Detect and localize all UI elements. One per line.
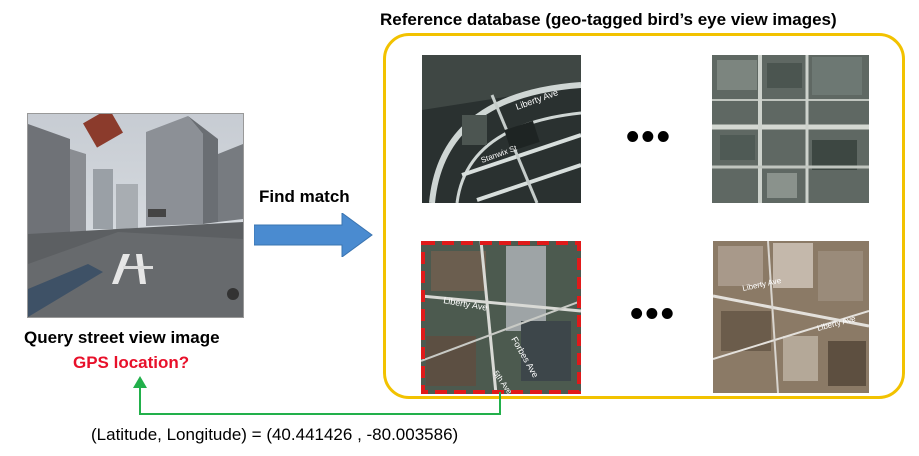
reference-image-matched: Liberty Ave Forbes Ave 5th Ave xyxy=(421,241,581,394)
connector-arrowhead xyxy=(133,376,147,388)
ellipsis-bottom: ••• xyxy=(630,293,676,335)
coordinates-text: (Latitude, Longitude) = (40.441426 , -80… xyxy=(91,425,459,444)
gps-location-label: GPS location? xyxy=(73,353,190,372)
database-frame xyxy=(383,33,905,399)
reference-image-top-left: Liberty Ave Stanwix St xyxy=(422,55,581,203)
query-street-view-image xyxy=(27,113,244,318)
database-title: Reference database (geo-tagged bird’s ey… xyxy=(380,10,837,29)
street-view-scene xyxy=(28,114,243,317)
query-label: Query street view image xyxy=(24,328,220,347)
reference-image-top-right xyxy=(712,55,869,203)
ellipsis-top: ••• xyxy=(626,116,672,158)
find-match-arrow xyxy=(254,213,373,257)
reference-image-bottom-right: Liberty Ave Liberty Ave xyxy=(713,241,869,393)
find-match-label: Find match xyxy=(259,187,350,206)
